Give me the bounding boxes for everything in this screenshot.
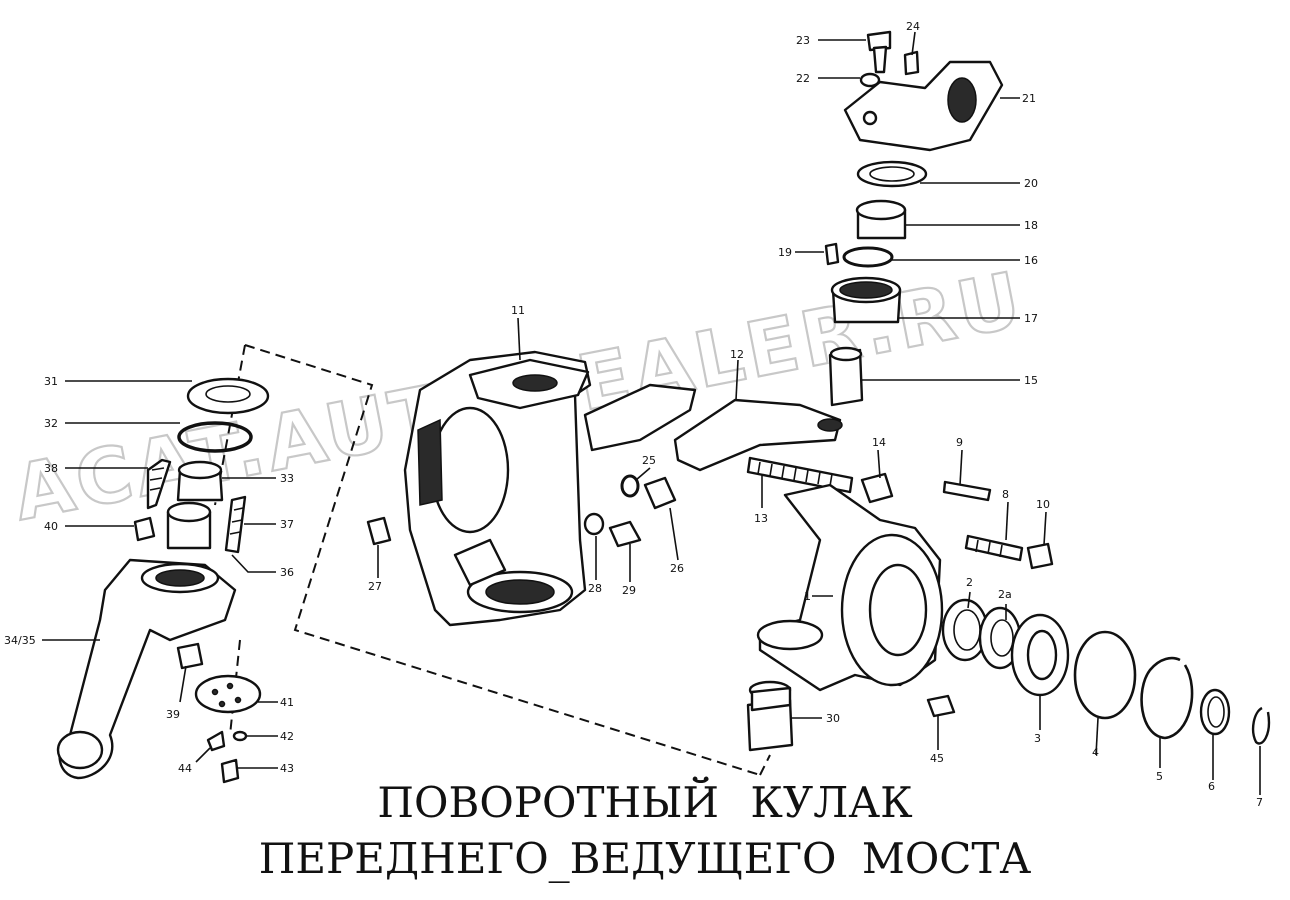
steering-arm-34-35: [56, 558, 237, 780]
pin-45: [926, 694, 956, 718]
washer-22: [859, 72, 881, 88]
o-ring-32: [177, 421, 253, 453]
label-10: 10: [1036, 498, 1050, 511]
knuckle-housing-11: [403, 350, 592, 627]
ring-4: [1073, 630, 1137, 720]
grease-nipple-44: [206, 730, 226, 752]
label-11: 11: [511, 304, 525, 317]
bushing-30: [746, 680, 794, 752]
label-21: 21: [1022, 92, 1036, 105]
label-25: 25: [642, 454, 656, 467]
label-5: 5: [1156, 770, 1163, 783]
label-23: 23: [796, 34, 810, 47]
label-17: 17: [1024, 312, 1038, 325]
label-8: 8: [1002, 488, 1009, 501]
pin-27: [366, 516, 392, 546]
ring-16: [842, 246, 894, 268]
ring-6: [1199, 688, 1231, 736]
bolt-23: [866, 30, 892, 74]
label-37: 37: [280, 518, 294, 531]
stud-8: [964, 534, 1024, 562]
label-4: 4: [1092, 746, 1099, 759]
thrust-washer-31: [186, 377, 270, 415]
label-19: 19: [778, 246, 792, 259]
o-ring-25: [620, 474, 640, 498]
label-26: 26: [670, 562, 684, 575]
label-14: 14: [872, 436, 886, 449]
label-1: 1: [804, 590, 811, 603]
plate-41: [194, 674, 262, 714]
label-20: 20: [1024, 177, 1038, 190]
label-30: 30: [826, 712, 840, 725]
callout-labels: 23 24 22 21 20 18 19 16 17 15 11 12 14 9…: [4, 20, 1263, 809]
bushing-18: [855, 199, 907, 240]
label-3: 3: [1034, 732, 1041, 745]
label-9: 9: [956, 436, 963, 449]
cover-21: [843, 60, 1004, 152]
label-15: 15: [1024, 374, 1038, 387]
tie-rod-arm-12: [583, 383, 843, 472]
label-40: 40: [44, 520, 58, 533]
grease-nipple-24: [903, 50, 920, 76]
label-41: 41: [280, 696, 294, 709]
label-27: 27: [368, 580, 382, 593]
stud-38: [146, 458, 172, 510]
label-13: 13: [754, 512, 768, 525]
assembly-dashed-outline: [214, 344, 771, 776]
washer-28: [583, 512, 605, 536]
nut-40: [133, 516, 156, 542]
label-29: 29: [622, 584, 636, 597]
label-12: 12: [730, 348, 744, 361]
label-39: 39: [166, 708, 180, 721]
label-2a: 2a: [998, 588, 1012, 601]
label-42: 42: [280, 730, 294, 743]
knuckle-1: [756, 483, 944, 692]
label-24: 24: [906, 20, 920, 33]
label-36: 36: [280, 566, 294, 579]
bushing-36: [166, 501, 212, 550]
leader-lines: [42, 31, 1261, 795]
bushing-17: [830, 276, 902, 324]
nut-39: [176, 642, 204, 670]
diagram-title-line-2: ПЕРЕДНЕГО_ВЕДУЩЕГО МОСТА: [258, 834, 1032, 883]
label-22: 22: [796, 72, 810, 85]
bolt-43: [220, 758, 240, 784]
pin-19: [824, 242, 840, 266]
label-2: 2: [966, 576, 973, 589]
label-28: 28: [588, 582, 602, 595]
diagram-title-line-1: ПОВОРОТНЫЙ КУЛАК: [377, 778, 913, 827]
king-pin-15: [828, 346, 864, 407]
label-38: 38: [44, 462, 58, 475]
washer-42: [232, 730, 248, 742]
bearing-3: [1010, 613, 1070, 697]
label-16: 16: [1024, 254, 1038, 267]
label-18: 18: [1024, 219, 1038, 232]
stud-13: [746, 456, 854, 494]
label-31: 31: [44, 375, 58, 388]
label-44: 44: [178, 762, 192, 775]
stud-37: [224, 495, 247, 554]
label-33: 33: [280, 472, 294, 485]
label-7: 7: [1256, 796, 1263, 809]
label-45: 45: [930, 752, 944, 765]
shim-20: [856, 160, 928, 188]
bushing-33: [176, 460, 224, 502]
nut-10: [1026, 542, 1054, 570]
bolt-29: [608, 520, 642, 548]
nut-14: [860, 472, 894, 504]
label-43: 43: [280, 762, 294, 775]
snap-ring-5: [1140, 656, 1194, 740]
circlip-7: [1251, 706, 1271, 745]
plug-26: [643, 476, 677, 510]
label-34-35: 34/35: [4, 634, 36, 647]
label-32: 32: [44, 417, 58, 430]
stud-9: [942, 480, 992, 502]
label-6: 6: [1208, 780, 1215, 793]
